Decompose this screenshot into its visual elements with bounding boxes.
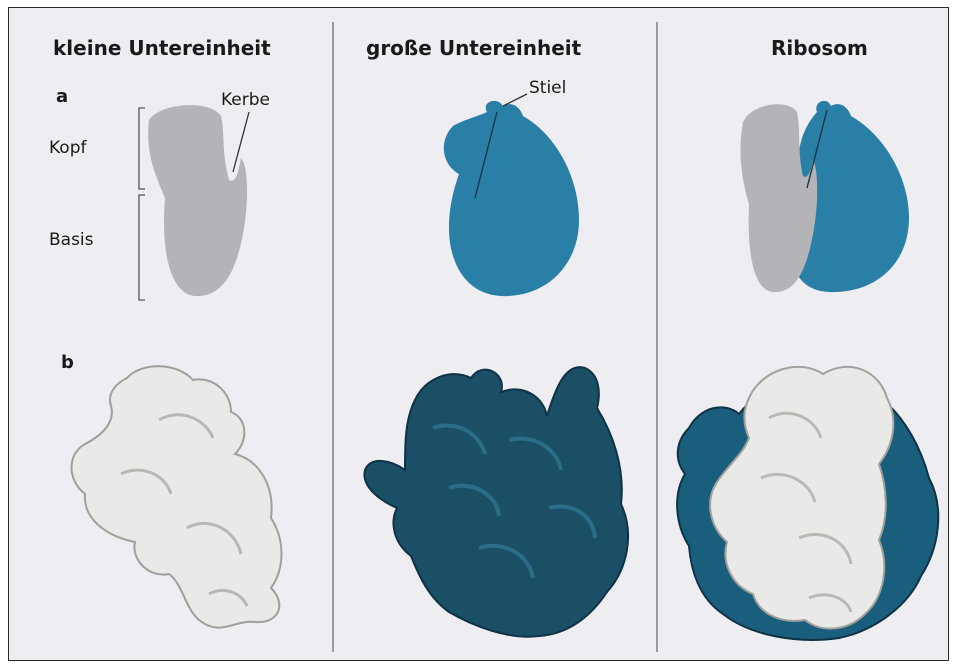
column-title-ribosome: Ribosom: [771, 38, 868, 58]
label-basis: Basis: [49, 232, 94, 249]
column-divider-1: [332, 22, 334, 652]
ribosome-figure: kleine Untereinheit große Untereinheit R…: [8, 7, 949, 661]
stiel-leader: [503, 94, 527, 106]
column-title-small-subunit: kleine Untereinheit: [53, 38, 271, 58]
large-subunit-schematic: [444, 101, 579, 296]
panel-label-a: a: [56, 88, 68, 106]
basis-bracket: [139, 195, 145, 300]
label-stiel: Stiel: [529, 80, 566, 97]
small-subunit-3d: [72, 366, 282, 627]
label-kerbe: Kerbe: [221, 92, 270, 109]
column-title-large-subunit: große Untereinheit: [366, 38, 581, 58]
small-subunit-schematic: [148, 105, 247, 296]
figure-drawing: [9, 8, 948, 660]
panel-label-b: b: [61, 354, 74, 372]
column-divider-2: [656, 22, 658, 652]
label-kopf: Kopf: [49, 140, 86, 157]
kopf-bracket: [139, 108, 145, 189]
